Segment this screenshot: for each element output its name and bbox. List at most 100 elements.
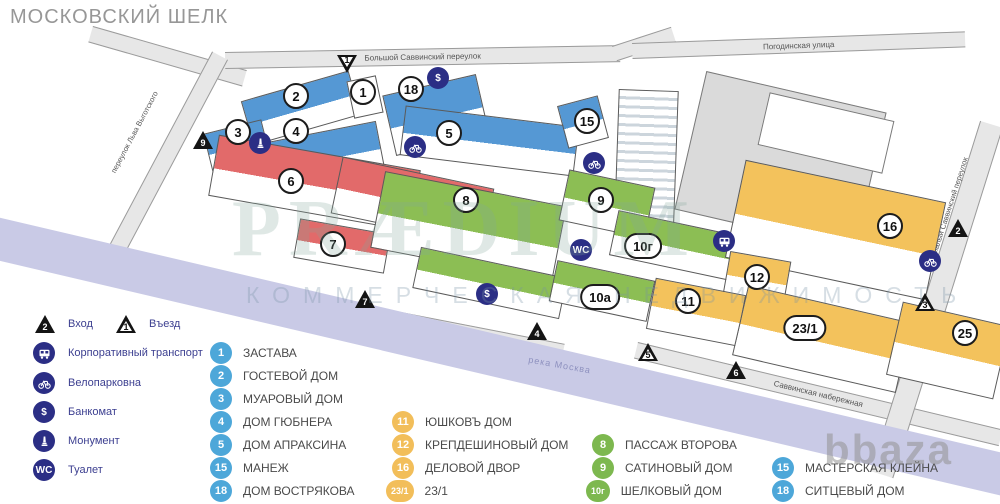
legend-num: 23/1 xyxy=(386,480,414,502)
legend-wc: WC Туалет xyxy=(33,459,103,481)
legend-entrance-label: Вход xyxy=(68,318,93,330)
wc-icon: WC xyxy=(33,459,55,481)
entrance-marker-7: 7 xyxy=(355,290,375,308)
legend-name: ДОМ ВОСТРЯКОВА xyxy=(243,484,355,498)
legend-item-23-1: 23/1 23/1 xyxy=(386,480,448,502)
legend-item-shelkovy-dom: 10г ШЕЛКОВЫЙ ДОМ xyxy=(586,480,722,502)
map-marker-8: 8 xyxy=(453,187,479,213)
legend-item-muarovy-dom: 3 МУАРОВЫЙ ДОМ xyxy=(210,388,343,410)
atm-icon: $ xyxy=(476,283,498,305)
legend-atm-label: Банкомат xyxy=(68,406,117,418)
legend-monument: Монумент xyxy=(33,430,120,452)
bike-parking-icon xyxy=(33,372,55,394)
legend-monument-label: Монумент xyxy=(68,435,120,447)
map-marker-3: 3 xyxy=(225,119,251,145)
drive-in-marker-1: 1 xyxy=(337,55,357,73)
wc-icon: WC xyxy=(570,239,592,261)
street-label-pogodinskaya: Погодинская улица xyxy=(762,39,835,51)
praedium-watermark: PRÆDIUM xyxy=(232,185,697,273)
drive-in-marker-3: 3 xyxy=(915,293,935,311)
legend-bike-parking: Велопарковна xyxy=(33,372,141,394)
legend-corporate-transport-label: Корпоративный транспорт xyxy=(68,347,203,359)
map-marker-16: 16 xyxy=(877,213,903,239)
legend-num: 3 xyxy=(210,388,232,410)
legend-name: САТИНОВЫЙ ДОМ xyxy=(625,461,733,475)
atm-icon: $ xyxy=(427,67,449,89)
legend-item-manezh: 15 МАНЕЖ xyxy=(210,457,289,479)
legend-item-krepdeshinovy-dom: 12 КРЕПДЕШИНОВЫЙ ДОМ xyxy=(392,434,568,456)
legend-num: 16 xyxy=(392,457,414,479)
street-bolshoy-savvinsky: Большой Саввинский переулок xyxy=(225,45,621,69)
legend-num: 18 xyxy=(772,480,794,502)
legend-num: 15 xyxy=(772,457,794,479)
legend-item-gostevoy-dom: 2 ГОСТЕВОЙ ДОМ xyxy=(210,365,338,387)
entrance-marker-2: 2 xyxy=(948,219,968,237)
map-marker-7: 7 xyxy=(320,231,346,257)
legend-num: 5 xyxy=(210,434,232,456)
map-marker-2: 2 xyxy=(283,83,309,109)
legend-item-satinovy-dom: 9 САТИНОВЫЙ ДОМ xyxy=(592,457,732,479)
legend-name: ЮШКОВЪ ДОМ xyxy=(425,415,512,429)
legend-name: МУАРОВЫЙ ДОМ xyxy=(243,392,343,406)
legend-item-zastava: 1 ЗАСТАВА xyxy=(210,342,297,364)
legend-item-passazh-vtorova: 8 ПАССАЖ ВТОРОВА xyxy=(592,434,737,456)
legend-num: 8 xyxy=(592,434,614,456)
legend-bike-parking-label: Велопарковна xyxy=(68,377,142,389)
map-marker-4: 4 xyxy=(283,118,309,144)
legend-num: 10г xyxy=(586,480,610,502)
street-label-bolshoy-savvinsky: Большой Саввинский переулок xyxy=(364,51,481,63)
legend-name: ШЕЛКОВЫЙ ДОМ xyxy=(620,484,722,498)
legend-name: СИТЦЕВЫЙ ДОМ xyxy=(805,484,905,498)
legend-name: МАСТЕРСКАЯ КЛЕЙНА xyxy=(805,461,939,475)
entrance-marker-6: 6 xyxy=(726,361,746,379)
map-marker-12: 12 xyxy=(744,264,770,290)
legend-name: 23/1 xyxy=(424,484,448,498)
legend-atm: $ Банкомат xyxy=(33,401,117,423)
map-marker-10g: 10г xyxy=(624,233,662,259)
legend-name: ЗАСТАВА xyxy=(243,346,297,360)
drive-in-marker-5: 5 xyxy=(638,343,658,361)
legend-item-sitsevy-dom: 18 СИТЦЕВЫЙ ДОМ xyxy=(772,480,905,502)
legend-entrance: 2 Вход xyxy=(35,315,93,333)
monument-icon xyxy=(249,132,271,154)
map-marker-23-1: 23/1 xyxy=(783,315,827,341)
corporate-transport-icon xyxy=(713,230,735,252)
legend-num: 2 xyxy=(210,365,232,387)
legend-item-yushkov-dom: 11 ЮШКОВЪ ДОМ xyxy=(392,411,512,433)
legend-num: 11 xyxy=(392,411,414,433)
map-marker-10a: 10а xyxy=(580,284,620,310)
entrance-marker-9: 9 xyxy=(193,131,213,149)
drive-in-legend-icon: 1 xyxy=(116,315,136,333)
street-pogodinskaya: Погодинская улица xyxy=(632,31,966,59)
atm-icon: $ xyxy=(33,401,55,423)
legend-name: ПАССАЖ ВТОРОВА xyxy=(625,438,737,452)
corporate-transport-icon xyxy=(33,342,55,364)
legend-name: МАНЕЖ xyxy=(243,461,289,475)
bike-parking-icon xyxy=(919,250,941,272)
legend-drive-in-label: Въезд xyxy=(149,318,181,330)
bike-parking-icon xyxy=(404,136,426,158)
legend-num: 18 xyxy=(210,480,232,502)
map-marker-6: 6 xyxy=(278,168,304,194)
praedium-watermark-subtitle: КОММЕРЧЕСКАЯ НЕДВИЖИМОСТЬ xyxy=(246,282,970,308)
map-marker-25: 25 xyxy=(952,320,978,346)
page-title: Московский шелк xyxy=(10,6,229,28)
legend-num: 1 xyxy=(210,342,232,364)
map-marker-1: 1 xyxy=(350,79,376,105)
legend-corporate-transport: Корпоративный транспорт xyxy=(33,342,203,364)
legend-wc-label: Туалет xyxy=(68,464,103,476)
map-marker-15: 15 xyxy=(574,108,600,134)
bike-parking-icon xyxy=(583,152,605,174)
map-marker-18: 18 xyxy=(398,76,424,102)
legend-name: КРЕПДЕШИНОВЫЙ ДОМ xyxy=(425,438,569,452)
legend-item-delovoy-dvor: 16 ДЕЛОВОЙ ДВОР xyxy=(392,457,520,479)
legend-item-dom-vostryakova: 18 ДОМ ВОСТРЯКОВА xyxy=(210,480,355,502)
legend-num: 12 xyxy=(392,434,414,456)
building-apraksina xyxy=(399,105,580,177)
entrance-legend-icon: 2 xyxy=(35,315,55,333)
legend-name: ДОМ ГЮБНЕРА xyxy=(243,415,333,429)
legend-num: 4 xyxy=(210,411,232,433)
legend-name: ДЕЛОВОЙ ДВОР xyxy=(425,461,521,475)
map-marker-11: 11 xyxy=(675,288,701,314)
